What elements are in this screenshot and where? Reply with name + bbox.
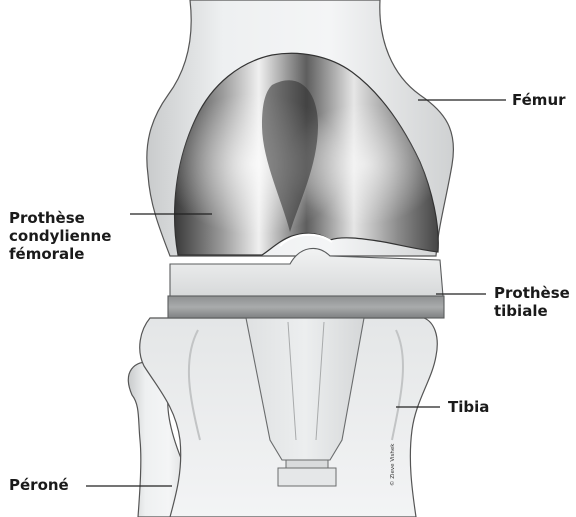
- label-fibula: Péroné: [9, 476, 69, 494]
- label-femur: Fémur: [512, 91, 566, 109]
- tibial-tray: [168, 296, 444, 318]
- label-femoral-prosthesis-line2: condylienne: [9, 227, 111, 245]
- tibial-stem-tip: [286, 460, 328, 468]
- label-tibial-prosthesis-line2: tibiale: [494, 302, 548, 320]
- label-tibia: Tibia: [448, 398, 489, 416]
- copyright-credit: © Zieve Vishek: [389, 443, 396, 486]
- label-femoral-prosthesis: Prothèse condylienne fémorale: [9, 209, 117, 263]
- label-tibial-prosthesis-line1: Prothèse: [494, 284, 570, 302]
- label-femoral-prosthesis-line1: Prothèse: [9, 209, 85, 227]
- label-tibial-prosthesis: Prothèse tibiale: [494, 284, 575, 320]
- label-femoral-prosthesis-line3: fémorale: [9, 245, 84, 263]
